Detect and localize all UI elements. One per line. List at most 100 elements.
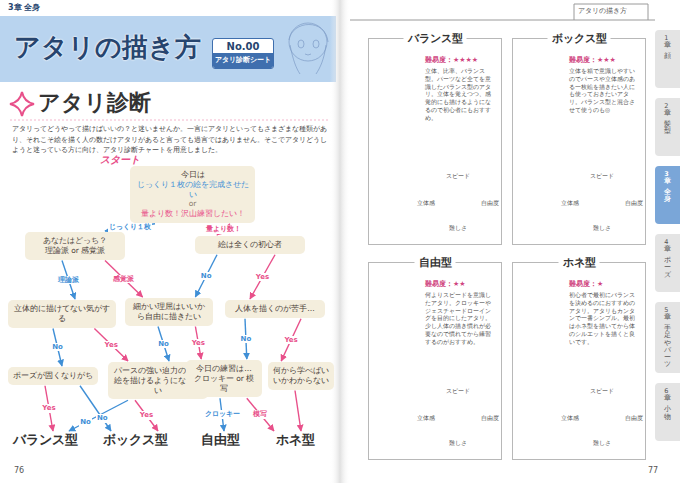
node-subtext: 初心者で最初にバランスを決めるのにおすすめのアタリ。アタリもカンタンで一番シンプ… xyxy=(569,292,640,347)
running-head: アタリの描き方 xyxy=(578,7,627,15)
node-text: 自由型 xyxy=(185,432,255,449)
edge-label: 感覚派 xyxy=(112,275,135,283)
node-text: ホネ型 xyxy=(260,432,330,449)
node-subtext: 量より数！沢山練習したい！ xyxy=(135,209,250,219)
radar-axis-label: 立体感 xyxy=(561,200,579,207)
node-subtext: クロッキー or 模写 xyxy=(191,374,257,394)
radar-axis-label: 立体感 xyxy=(417,200,435,207)
node-subtext: 小物 xyxy=(664,406,671,420)
flow-arrow xyxy=(247,398,274,431)
node-text: 5章 xyxy=(664,307,671,321)
radar-axis-label: 難しさ xyxy=(593,440,611,447)
node-text: ボックス型 xyxy=(95,432,175,449)
chapter-tab: 5章手足やパーツ xyxy=(655,302,680,373)
node-text: ホネ型 xyxy=(559,255,600,270)
result-type: ホネ型 xyxy=(260,432,330,449)
edge-label: No xyxy=(79,418,92,426)
question-box: 絵は全くの初心者 xyxy=(195,236,305,254)
node-text: 細かい理屈はいいから自由に描きたい xyxy=(130,302,208,322)
node-subtext: 難易度：★★★★ xyxy=(425,55,496,65)
question-box: あなたはどっち？理論派 or 感覚派 xyxy=(25,232,125,260)
heading-rule xyxy=(10,120,330,121)
chapter-label: 3章 全身 xyxy=(8,3,40,13)
edge-label: Yes xyxy=(41,404,56,412)
node-text: バランス型 xyxy=(5,432,85,449)
flow-arrow xyxy=(250,255,275,299)
node-text: 自由型 xyxy=(415,255,456,270)
question-box: 人体を描くのが苦手… xyxy=(225,300,325,318)
result-type: 自由型 xyxy=(185,432,255,449)
node-subtext: 理論派 or 感覚派 xyxy=(30,246,120,256)
illustration-stroke xyxy=(316,45,326,74)
question-box: 細かい理屈はいいから自由に描きたい xyxy=(125,298,213,326)
flow-arrow xyxy=(195,255,217,297)
edge-label: クロッキー xyxy=(204,410,241,418)
edge-label: 模写 xyxy=(252,410,268,418)
type-card: 自由型難易度：★★何よりスピードを意識したアタリ。クロッキーやジェスチャードロー… xyxy=(368,262,502,460)
illustration-stroke xyxy=(305,54,311,55)
start-box: 今日はじっくり１枚の絵を完成させたいor量より数！沢山練習したい！ xyxy=(130,166,255,223)
node-subtext: 何よりスピードを意識したアタリ。クロッキーやジェスチャードローイングを目的にした… xyxy=(425,292,496,347)
flow-arrow xyxy=(105,224,155,231)
question-box: 何から学べばいいかわからない xyxy=(268,362,334,390)
chapter-tab: 6章小物 xyxy=(655,383,680,441)
node-text: 今日の練習は… xyxy=(191,364,257,374)
illustration-stroke xyxy=(313,40,319,48)
radar-axis-label: 自由度 xyxy=(481,415,499,422)
node-text: 立体的に描けてない気がする xyxy=(13,304,111,324)
edge-label: No xyxy=(51,343,64,351)
radar-axis-label: スピード xyxy=(590,173,614,180)
node-subtext: 立体を箱で意識しやすいのでパースや立体感のある一枚絵を描きたい人にも使っておきた… xyxy=(569,68,640,115)
page-number: 76 xyxy=(14,466,24,476)
book-gutter xyxy=(330,0,350,483)
type-card: ボックス型難易度：★★★立体を箱で意識しやすいのでパースや立体感のある一枚絵を描… xyxy=(512,38,646,245)
question-box: ポーズが固くなりがち xyxy=(8,367,98,385)
chapter-tab: 1章顔 xyxy=(655,30,680,88)
chapter-tab: 2章髪型 xyxy=(655,98,680,156)
edge-label: No xyxy=(240,335,253,343)
edge-label: Yes xyxy=(255,273,270,281)
flow-arrow xyxy=(295,391,301,432)
illustration-stroke xyxy=(290,45,300,74)
radar-axis-label: 自由度 xyxy=(481,200,499,207)
section-heading: アタリ診断 xyxy=(38,90,151,116)
illustration-stroke xyxy=(289,25,328,43)
illustration-stroke xyxy=(298,40,304,48)
node-subtext: or xyxy=(135,199,250,209)
radar-axis-label: 自由度 xyxy=(625,415,643,422)
radar-axis-label: 自由度 xyxy=(625,200,643,207)
node-text: 今日は xyxy=(135,170,250,180)
node-subtext: 全身 xyxy=(664,189,671,203)
sparkle-icon xyxy=(10,92,34,116)
page-number: 77 xyxy=(648,466,658,476)
result-type: ボックス型 xyxy=(95,432,175,449)
node-subtext: 難易度：★ xyxy=(569,279,640,289)
node-subtext: アタリ診断シート xyxy=(213,53,273,68)
node-subtext: 髪型 xyxy=(664,121,671,135)
edge-label: じっくり１枚 xyxy=(108,223,152,231)
node-text: 6章 xyxy=(664,388,671,402)
node-subtext: 立体、比率、バランス型。パーツなど全てを意識したバランス型のアタリ。立体を覚えつ… xyxy=(425,68,496,123)
flow-arrow xyxy=(135,400,158,431)
flow-arrow xyxy=(158,327,169,362)
node-text: 人体を描くのが苦手… xyxy=(230,304,320,314)
edge-label: No xyxy=(157,340,170,348)
chapter-tab: 4章ポーズ xyxy=(655,234,680,292)
edge-label: No xyxy=(200,272,213,280)
radar-axis-label: スピード xyxy=(446,173,470,180)
radar-axis-label: スピード xyxy=(590,388,614,395)
node-subtext: 難易度：★★ xyxy=(425,279,496,289)
flow-arrow xyxy=(80,386,111,431)
girl-sketch xyxy=(289,23,328,74)
type-card: バランス型難易度：★★★★立体、比率、バランス型。パーツなど全てを意識したバラン… xyxy=(368,38,502,245)
start-label: スタート xyxy=(100,154,140,166)
running-head-rule xyxy=(350,20,655,21)
edge-label: No xyxy=(96,414,109,422)
type-card: ホネ型難易度：★初心者で最初にバランスを決めるのにおすすめのアタリ。アタリもカン… xyxy=(512,262,646,460)
radar-axis-label: 難しさ xyxy=(449,440,467,447)
edge-label: 理論派 xyxy=(57,276,80,284)
radar-axis-label: スピード xyxy=(446,388,470,395)
result-type: バランス型 xyxy=(5,432,85,449)
chapter-tab: 3章全身 xyxy=(655,166,680,224)
